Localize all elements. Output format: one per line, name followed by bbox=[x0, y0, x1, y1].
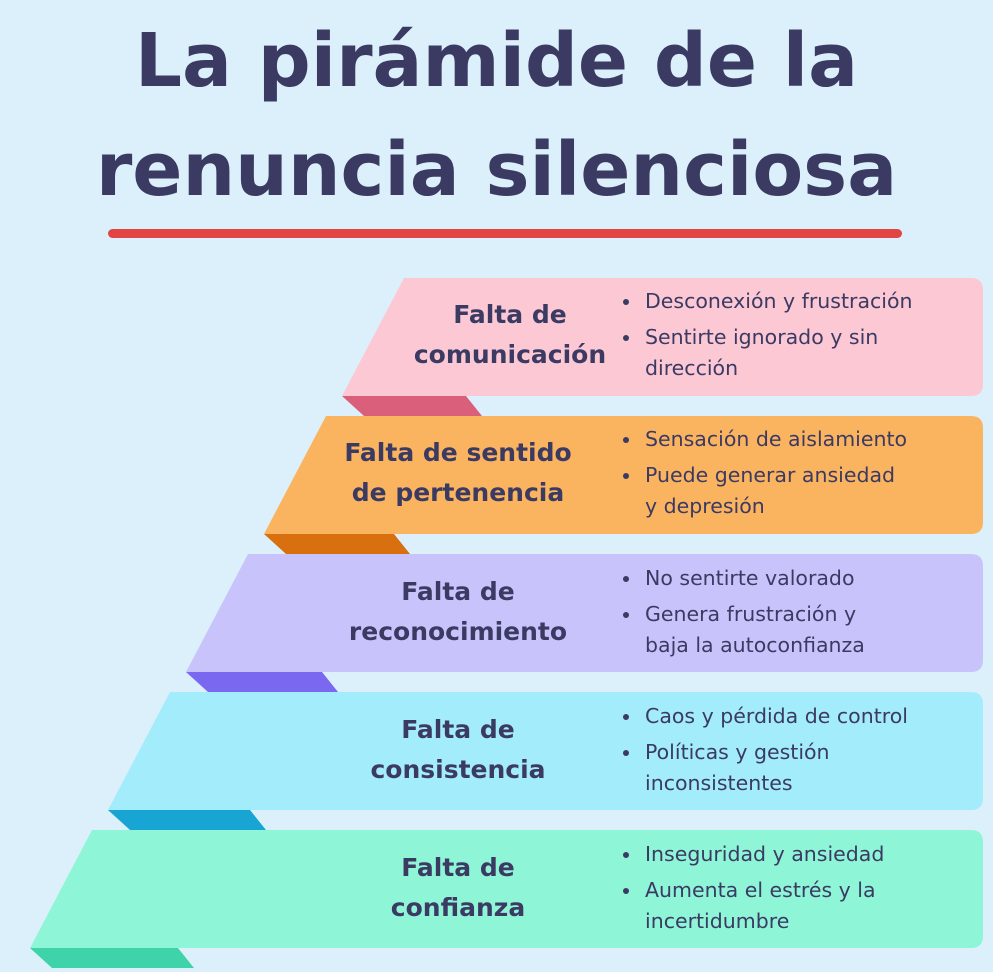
level-3-bullet-2-line-1: Genera frustración y bbox=[645, 602, 857, 626]
level-5-title: Falta de confianza bbox=[318, 848, 598, 928]
title-line-2: renuncia silenciosa bbox=[95, 127, 898, 213]
level-5-bullet-2-line-1: Aumenta el estrés y la bbox=[645, 878, 876, 902]
level-2-title-line-1: Falta de sentido bbox=[344, 438, 572, 467]
level-4-title-line-1: Falta de bbox=[401, 715, 515, 744]
level-5-band bbox=[30, 830, 983, 948]
title-line-1: La pirámide de la bbox=[134, 18, 859, 104]
level-5-title-line-2: confianza bbox=[390, 893, 526, 922]
title-underline bbox=[108, 229, 902, 238]
level-3-shadow bbox=[186, 672, 338, 692]
level-3-bullet-1: No sentirte valorado bbox=[620, 563, 980, 594]
level-5-bullet-2-line-2: incertidumbre bbox=[645, 909, 790, 933]
level-1-shadow bbox=[342, 396, 482, 416]
level-5-bullets: Inseguridad y ansiedad Aumenta el estrés… bbox=[620, 839, 980, 942]
level-5-bullet-1: Inseguridad y ansiedad bbox=[620, 839, 980, 870]
level-4-bullet-1: Caos y pérdida de control bbox=[620, 701, 980, 732]
level-5-title-line-1: Falta de bbox=[401, 853, 515, 882]
level-4-bullet-2: Políticas y gestión inconsistentes bbox=[620, 737, 980, 799]
level-2-bullets: Sensación de aislamiento Puede generar a… bbox=[620, 424, 980, 527]
level-1-bullet-1: Desconexión y frustración bbox=[620, 286, 980, 317]
level-2-shadow bbox=[264, 534, 410, 554]
level-4-title-line-2: consistencia bbox=[370, 755, 546, 784]
level-2-bullet-1: Sensación de aislamiento bbox=[620, 424, 980, 455]
level-1-title: Falta de comunicación bbox=[370, 295, 650, 375]
level-2-bullet-2-line-1: Puede generar ansiedad bbox=[645, 463, 896, 487]
level-1-title-line-1: Falta de bbox=[453, 300, 567, 329]
level-3-title-line-2: reconocimiento bbox=[348, 617, 568, 646]
level-4-bullets: Caos y pérdida de control Políticas y ge… bbox=[620, 701, 980, 804]
level-3-bullet-2: Genera frustración y baja la autoconfian… bbox=[620, 599, 980, 661]
level-1-bullet-2: Sentirte ignorado y sin dirección bbox=[620, 322, 980, 384]
level-5-shadow bbox=[30, 948, 194, 968]
level-2-bullet-2: Puede generar ansiedad y depresión bbox=[620, 460, 980, 522]
level-3-bullets: No sentirte valorado Genera frustración … bbox=[620, 563, 980, 666]
level-3-title-line-1: Falta de bbox=[401, 577, 515, 606]
level-3-bullet-2-line-2: baja la autoconfianza bbox=[645, 633, 865, 657]
level-4-bullet-2-line-2: inconsistentes bbox=[645, 771, 793, 795]
level-1-title-line-2: comunicación bbox=[413, 340, 607, 369]
level-2-title: Falta de sentido de pertenencia bbox=[318, 433, 598, 513]
level-1-bullets: Desconexión y frustración Sentirte ignor… bbox=[620, 286, 980, 389]
level-2-title-line-2: de pertenencia bbox=[351, 478, 565, 507]
level-4-title: Falta de consistencia bbox=[318, 710, 598, 790]
level-1-band bbox=[342, 278, 983, 396]
level-4-band bbox=[108, 692, 983, 810]
level-5-bullet-2: Aumenta el estrés y la incertidumbre bbox=[620, 875, 980, 937]
level-4-shadow bbox=[108, 810, 266, 830]
level-1-bullet-2-line-1: Sentirte ignorado y sin bbox=[645, 325, 879, 349]
level-3-title: Falta de reconocimiento bbox=[318, 572, 598, 652]
level-3-band bbox=[186, 554, 983, 672]
level-2-bullet-2-line-2: y depresión bbox=[645, 494, 765, 518]
level-1-bullet-2-line-2: dirección bbox=[645, 356, 739, 380]
level-4-bullet-2-line-1: Políticas y gestión bbox=[645, 740, 830, 764]
